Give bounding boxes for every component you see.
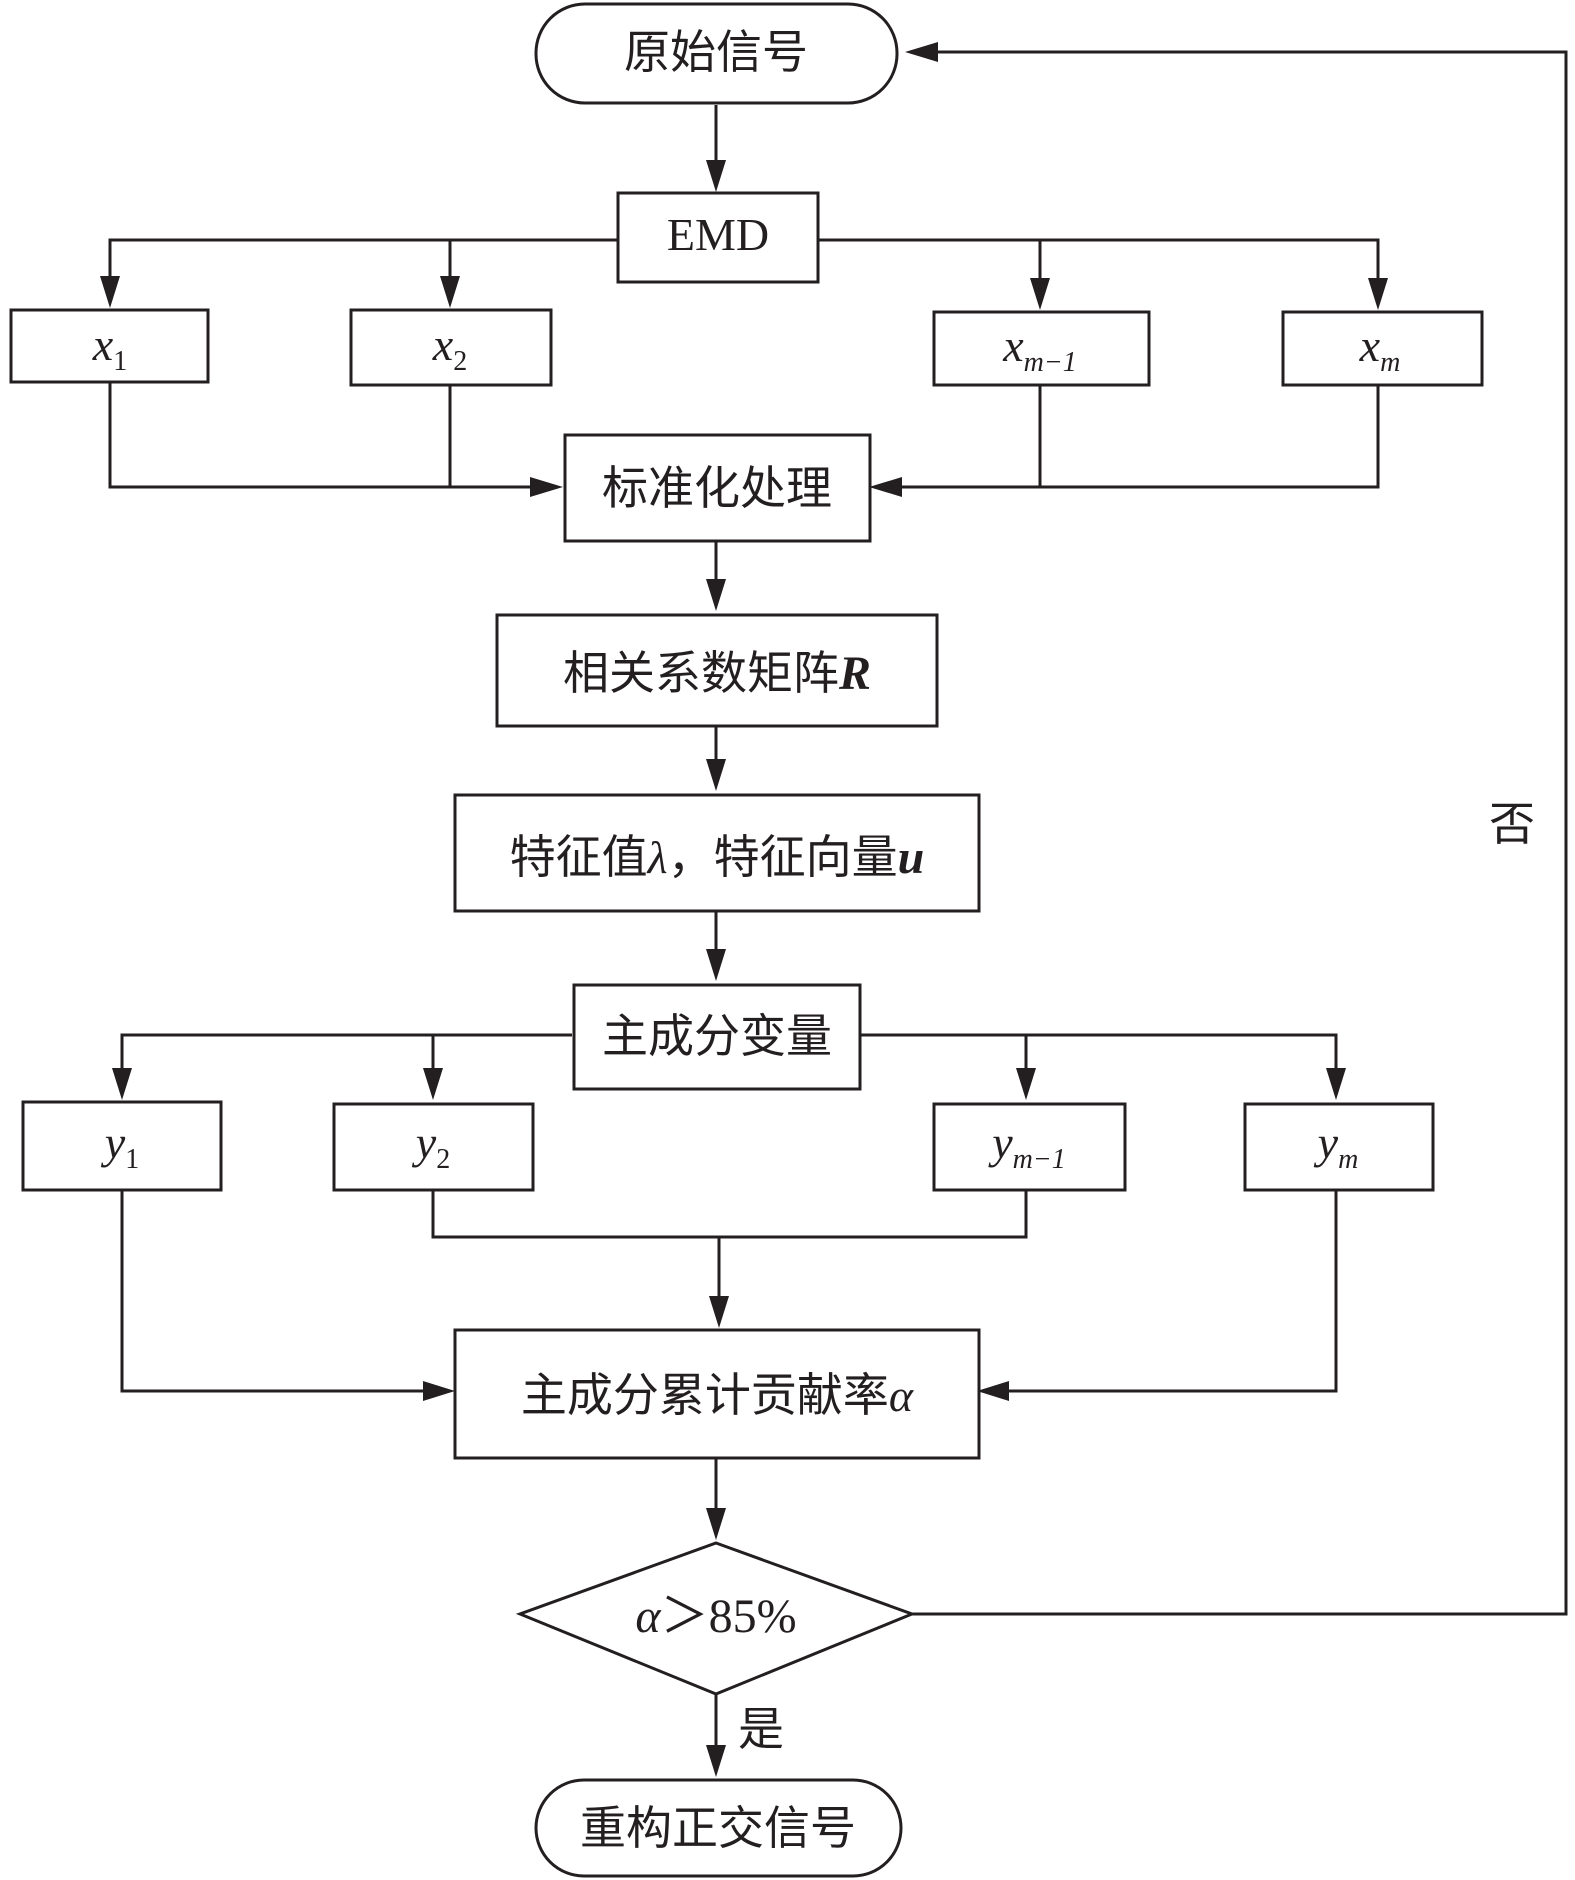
node-ym1: ym−1 [932, 1102, 1127, 1192]
arrowhead-ym [1326, 1068, 1346, 1100]
arrowhead-pc [706, 949, 726, 981]
edge-y1-cumulative [120, 1190, 426, 1393]
node-start-label: 原始信号 [624, 25, 808, 79]
edge-y2-ym1-join [431, 1190, 1028, 1239]
arrowhead-standardize-right [869, 477, 902, 497]
node-end: 重构正交信号 [534, 1778, 903, 1878]
edge-xm-standardize [896, 385, 1380, 489]
arrowhead-x1 [100, 276, 120, 308]
edge-pc-ym [860, 1033, 1338, 1088]
node-ym-label: ym [1314, 1117, 1359, 1175]
node-xm1-label: xm−1 [1002, 320, 1077, 378]
node-y1-label: y1 [101, 1117, 139, 1175]
node-ym: ym [1243, 1102, 1435, 1192]
node-x1-label: x1 [92, 319, 127, 377]
arrowhead-decision [706, 1508, 726, 1540]
arrowhead-start-loop [905, 42, 938, 62]
node-cumulative-label: 主成分累计贡献率α [521, 1368, 914, 1422]
node-emd: EMD [616, 191, 820, 284]
node-pc: 主成分变量 [572, 983, 862, 1091]
node-x2-label: x2 [432, 319, 467, 377]
node-x1: x1 [9, 308, 210, 384]
node-end-label: 重构正交信号 [580, 1801, 856, 1855]
arrowhead-emd [706, 160, 726, 192]
arrowhead-standardize-left [530, 477, 563, 497]
arrowhead-y2 [423, 1068, 443, 1100]
arrowhead-cumulative-left [423, 1381, 455, 1401]
node-y1: y1 [21, 1100, 223, 1192]
node-decision: α＞85% [515, 1541, 917, 1696]
arrowhead-xm [1368, 278, 1388, 310]
arrowheads [100, 42, 1388, 1777]
node-xm-label: xm [1359, 320, 1401, 378]
edge-emd-xm [816, 238, 1380, 298]
node-corr-label: 相关系数矩阵R [563, 646, 871, 700]
node-decision-label: α＞85% [635, 1590, 796, 1643]
arrowhead-y1 [112, 1068, 132, 1100]
arrowhead-cumulative-top [709, 1296, 729, 1328]
arrowhead-xm1 [1030, 278, 1050, 310]
node-standardize-label: 标准化处理 [602, 461, 832, 515]
node-cumulative: 主成分累计贡献率α [453, 1328, 981, 1460]
edge-label-no: 否 [1489, 797, 1535, 851]
edge-decision-start-loop [912, 50, 1568, 1616]
node-xm1: xm−1 [932, 310, 1151, 387]
edge-ym-cumulative [1006, 1190, 1338, 1393]
arrowhead-cumulative-right [977, 1381, 1009, 1401]
node-x2: x2 [349, 308, 553, 387]
node-y2-label: y2 [412, 1117, 450, 1175]
node-corr: 相关系数矩阵R [495, 613, 939, 728]
node-y2: y2 [332, 1102, 535, 1192]
node-emd-label: EMD [667, 209, 769, 260]
node-start: 原始信号 [534, 2, 899, 105]
edge-pc-y1 [120, 1033, 572, 1088]
arrowhead-ym1 [1016, 1068, 1036, 1100]
node-pc-label: 主成分变量 [602, 1009, 832, 1063]
node-xm: xm [1281, 310, 1484, 387]
edge-label-yes: 是 [738, 1702, 784, 1756]
node-eigen: 特征值λ，特征向量u [453, 793, 981, 913]
node-standardize: 标准化处理 [563, 433, 872, 543]
node-eigen-label: 特征值λ，特征向量u [510, 830, 925, 884]
arrowhead-end [706, 1745, 726, 1777]
arrowhead-corr [706, 579, 726, 611]
node-ym1-label: ym−1 [988, 1117, 1066, 1175]
arrowhead-x2 [440, 276, 460, 308]
arrowhead-eigen [706, 759, 726, 791]
edge-emd-x1 [108, 238, 618, 296]
edge-x1-standardize [108, 382, 536, 489]
